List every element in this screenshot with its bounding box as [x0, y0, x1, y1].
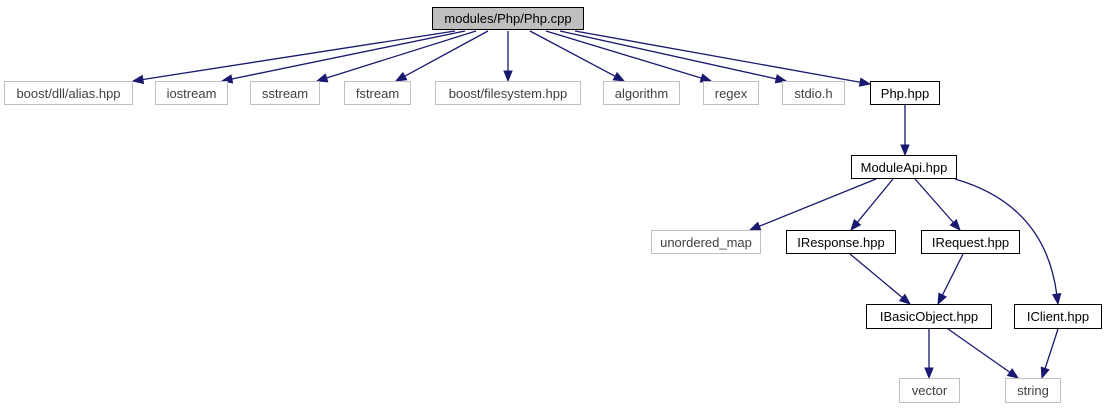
edge-php_cpp-to-boost_dll — [142, 30, 456, 81]
edge-php_cpp-to-sstream — [326, 30, 477, 79]
node-iclient-hpp[interactable]: IClient.hpp — [1014, 304, 1102, 329]
node-ibasicobject-hpp[interactable]: IBasicObject.hpp — [866, 304, 992, 329]
node-iostream[interactable]: iostream — [155, 81, 228, 105]
edge-arrowhead-php_hpp-to-moduleapi — [900, 144, 910, 157]
node-fstream[interactable]: fstream — [344, 81, 411, 105]
node-vector[interactable]: vector — [899, 378, 960, 403]
edge-php_cpp-to-iostream — [231, 30, 466, 80]
node-php-cpp[interactable]: modules/Php/Php.cpp — [432, 7, 584, 30]
node-php-hpp[interactable]: Php.hpp — [870, 81, 940, 105]
edge-iclient-to-string — [1044, 328, 1059, 369]
node-string[interactable]: string — [1005, 378, 1061, 403]
edge-moduleapi-to-iresponse — [856, 178, 894, 223]
edge-php_cpp-to-algorithm — [529, 30, 616, 77]
edge-moduleapi-to-unordered_map — [759, 178, 877, 227]
node-boost-dll-alias-hpp[interactable]: boost/dll/alias.hpp — [4, 81, 133, 105]
node-sstream[interactable]: sstream — [250, 81, 320, 105]
edge-php_cpp-to-stdio — [559, 30, 777, 80]
node-boost-filesystem-hpp[interactable]: boost/filesystem.hpp — [435, 81, 581, 105]
edge-moduleapi-to-iclient — [954, 178, 1058, 295]
edge-arrowhead-php_cpp-to-php_hpp — [858, 77, 872, 87]
node-regex[interactable]: regex — [703, 81, 759, 105]
edge-arrowhead-moduleapi-to-iresponse — [850, 218, 862, 232]
edge-arrowhead-php_cpp-to-fstream — [394, 71, 408, 82]
node-stdio-h[interactable]: stdio.h — [782, 81, 845, 105]
edge-arrowhead-ibasicobject-to-string — [1006, 368, 1020, 379]
edge-arrowhead-php_cpp-to-stdio — [774, 74, 788, 84]
edge-arrowhead-irequest-to-ibasicobject — [937, 292, 947, 306]
edge-iresponse-to-ibasicobject — [849, 253, 903, 299]
edge-arrowhead-php_cpp-to-sstream — [315, 73, 329, 83]
edge-irequest-to-ibasicobject — [941, 253, 964, 296]
edge-php_cpp-to-php_hpp — [574, 30, 861, 83]
edge-arrowhead-moduleapi-to-unordered_map — [748, 221, 762, 231]
edge-arrowhead-php_cpp-to-boost_fs — [503, 70, 513, 83]
node-moduleapi-hpp[interactable]: ModuleApi.hpp — [851, 155, 957, 179]
edge-arrowhead-php_cpp-to-boost_dll — [131, 74, 145, 85]
edge-ibasicobject-to-string — [947, 328, 1011, 373]
node-algorithm[interactable]: algorithm — [603, 81, 680, 105]
edge-arrowhead-moduleapi-to-iclient — [1051, 292, 1062, 306]
edge-arrowhead-iresponse-to-ibasicobject — [898, 293, 912, 305]
edge-moduleapi-to-irequest — [914, 178, 954, 223]
edge-arrowhead-php_cpp-to-algorithm — [612, 71, 626, 82]
node-irequest-hpp[interactable]: IRequest.hpp — [921, 230, 1020, 254]
edge-arrowhead-iclient-to-string — [1040, 366, 1050, 380]
node-iresponse-hpp[interactable]: IResponse.hpp — [786, 230, 896, 254]
edge-arrowhead-moduleapi-to-irequest — [949, 218, 961, 232]
edge-php_cpp-to-fstream — [404, 30, 489, 77]
node-unordered-map[interactable]: unordered_map — [651, 230, 761, 254]
edge-arrowhead-ibasicobject-to-vector — [924, 367, 934, 380]
edge-php_cpp-to-regex — [545, 30, 702, 79]
